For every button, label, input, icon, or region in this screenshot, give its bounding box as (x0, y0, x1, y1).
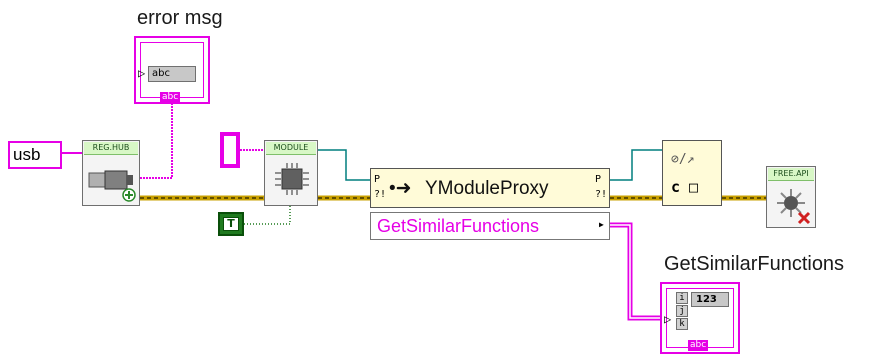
array-indicator-arrow-icon: ▷ (664, 312, 672, 326)
reg-hub-subvi[interactable]: REG.HUB (82, 140, 140, 206)
property-node-class-name: YModuleProxy (425, 178, 549, 199)
index-j-cell: j (676, 305, 688, 317)
free-api-subvi[interactable]: FREE.API (766, 166, 816, 228)
index-i-cell: i (676, 292, 688, 304)
error-msg-value-box: abc (148, 66, 196, 82)
error-msg-type-tag: abc (160, 92, 181, 103)
module-name-constant[interactable] (220, 132, 240, 168)
similar-functions-wire[interactable] (606, 222, 660, 321)
index-k-cell: k (676, 318, 688, 330)
similar-functions-indicator[interactable]: i j k ▷ 123 abc (660, 282, 740, 354)
property-node-ref-out-icon: P (595, 174, 602, 185)
property-output-arrow-icon: ▶ (599, 220, 604, 229)
array-element-box: 123 (691, 292, 729, 307)
property-node-error-in-icon: ?! (374, 189, 387, 200)
proxy-ref-wire[interactable] (610, 149, 662, 181)
property-node-property[interactable]: GetSimilarFunctions (370, 212, 610, 240)
module-subvi[interactable]: MODULE (264, 140, 318, 206)
usb-constant[interactable]: usb (8, 141, 62, 169)
similar-functions-label: GetSimilarFunctions (664, 253, 845, 275)
array-type-tag: abc (688, 340, 709, 351)
boolean-wire[interactable] (244, 203, 291, 225)
close-ref-icon: ⊘/↗ (671, 152, 695, 167)
module-ref-wire[interactable] (318, 149, 370, 181)
error-msg-indicator[interactable]: ▷ abc abc (134, 36, 210, 104)
close-reference-node[interactable]: ⊘/↗ c □ (662, 140, 722, 206)
property-node-header[interactable]: P ?! •➜ YModuleProxy P ?! (370, 168, 610, 208)
usb-plug-icon (88, 170, 136, 202)
module-title: MODULE (266, 142, 316, 155)
close-ref-file-icon: c □ (671, 178, 699, 196)
error-msg-label: error msg (137, 7, 223, 29)
free-api-icon (777, 189, 811, 225)
boolean-true-constant[interactable]: T (218, 212, 244, 236)
error-msg-wire[interactable] (140, 102, 173, 179)
property-node-ref-in-icon: P (374, 174, 381, 185)
chip-icon (275, 163, 309, 195)
reg-hub-title: REG.HUB (84, 142, 138, 155)
property-node-error-out-icon: ?! (595, 189, 608, 200)
indicator-arrow-icon: ▷ (138, 66, 146, 80)
boolean-true-label: T (223, 217, 239, 231)
property-node-arrow-icon: •➜ (389, 178, 412, 199)
free-api-title: FREE.API (768, 168, 814, 181)
